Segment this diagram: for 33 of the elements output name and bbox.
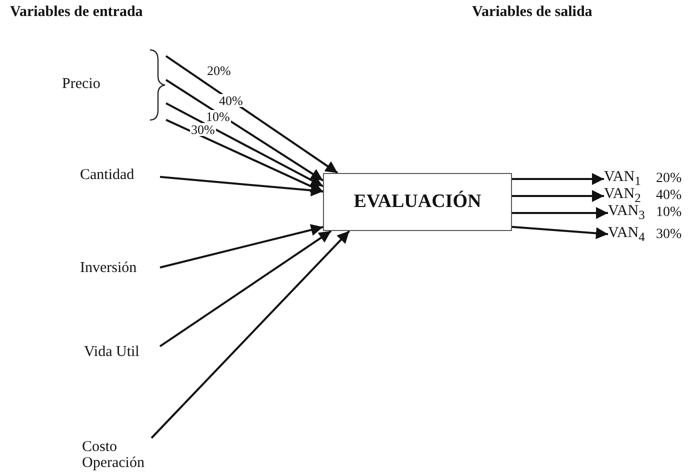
arrow xyxy=(159,230,332,348)
node-label: Cantidad xyxy=(80,168,134,184)
node-label: VAN$_{3}$ xyxy=(608,204,645,222)
node-label: Precio xyxy=(62,77,100,93)
process-box xyxy=(323,173,512,231)
edge-label: 20% xyxy=(206,64,232,77)
node-label: Inversión xyxy=(80,261,137,277)
arrow xyxy=(512,207,608,219)
arrow xyxy=(160,176,324,196)
heading: Variables de entrada xyxy=(10,4,143,21)
arrow xyxy=(166,118,324,193)
percentage-label: 30% xyxy=(656,227,682,243)
node-label: Vida Util xyxy=(84,345,140,361)
percentage-label: 40% xyxy=(656,188,682,204)
arrow xyxy=(160,224,324,268)
node-label: EVALUACIÓN xyxy=(354,192,482,212)
arrow xyxy=(512,226,608,240)
heading: Variables de salida xyxy=(472,4,592,21)
node-label: VAN$_{4}$ xyxy=(608,226,645,244)
arrow xyxy=(512,190,604,202)
edge-label: 40% xyxy=(218,94,244,107)
arrow xyxy=(166,102,324,188)
percentage-label: 10% xyxy=(656,205,682,221)
percentage-label: 20% xyxy=(656,171,682,187)
arrow xyxy=(165,79,324,182)
arrow xyxy=(512,173,604,185)
node-label: VAN$_{1}$ xyxy=(604,170,641,188)
node-label: VAN$_{2}$ xyxy=(604,186,641,205)
arrow xyxy=(165,55,338,174)
arrow xyxy=(150,230,350,439)
node-label: Costo Operación xyxy=(82,440,146,472)
edge-label: 30% xyxy=(190,123,216,136)
edge-label: 10% xyxy=(205,110,231,123)
